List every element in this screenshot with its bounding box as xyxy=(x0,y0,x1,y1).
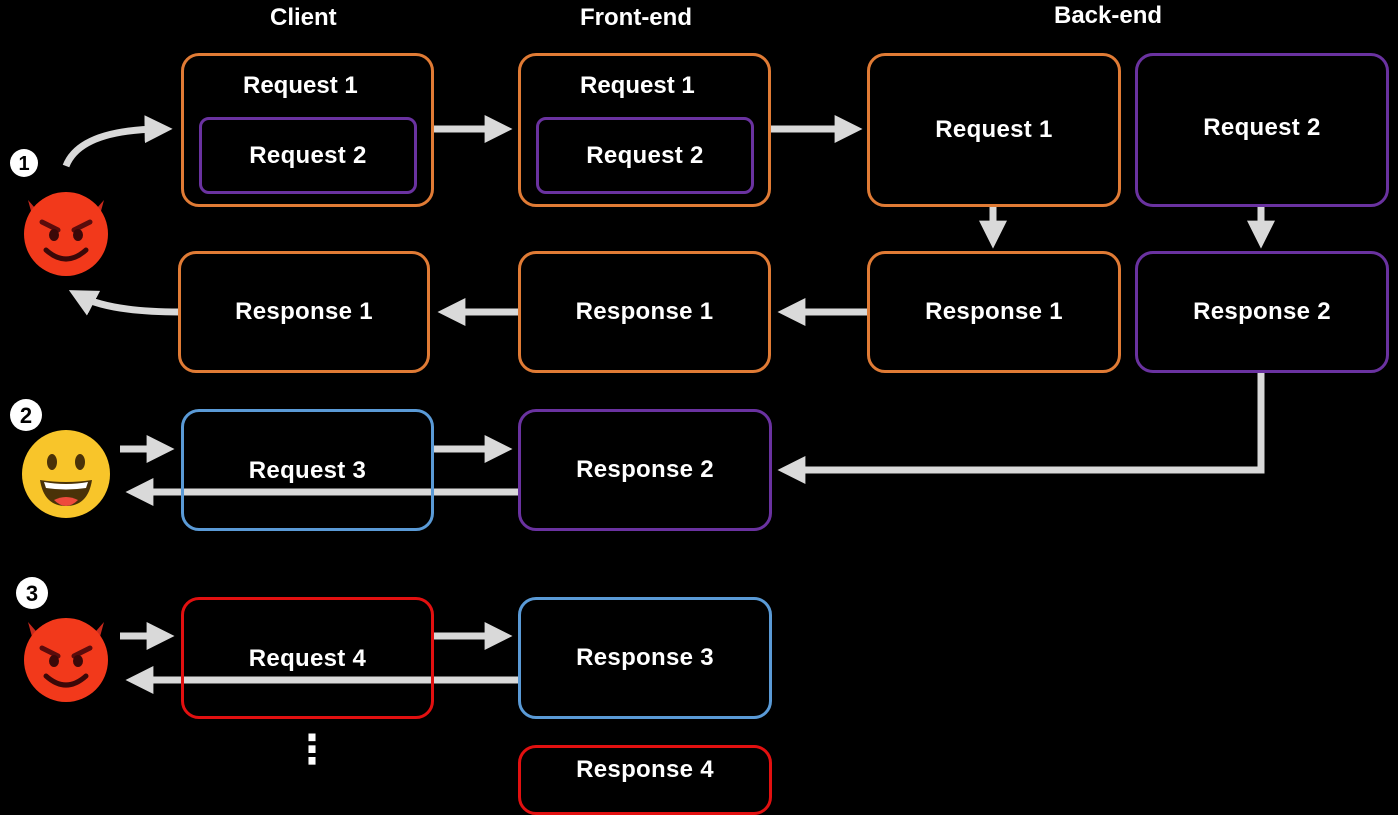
frontend-request-2-label: Request 2 xyxy=(586,141,704,169)
svg-text:3: 3 xyxy=(26,581,38,606)
client-request-1-label: Request 1 xyxy=(243,72,358,99)
frontend-response-1-label: Response 1 xyxy=(575,298,714,325)
backend-request-1-box: Request 1 xyxy=(867,53,1121,207)
backend-request-2-box: Request 2 xyxy=(1135,53,1389,207)
frontend-request-2-box: Request 2 xyxy=(536,117,754,194)
smiling-devil-icon xyxy=(24,192,108,276)
backend-column-header: Back-end xyxy=(1054,2,1163,29)
backend-response-2-box: Response 2 xyxy=(1135,251,1389,373)
arrow-backend-resp2-to-frontend xyxy=(777,372,1265,484)
grinning-face-icon xyxy=(22,430,110,518)
smiling-devil-icon-2 xyxy=(24,618,108,702)
client-request-2-label: Request 2 xyxy=(249,141,367,169)
client-response-1-box: Response 1 xyxy=(178,251,430,373)
client-request-4-label: Request 4 xyxy=(248,645,367,672)
step-2-marker: 2 xyxy=(10,399,42,431)
frontend-column-header: Front-end xyxy=(580,4,692,31)
frontend-response-3-box: Response 3 xyxy=(518,597,772,719)
backend-response-2-label: Response 2 xyxy=(1193,298,1331,325)
client-column-header: Client xyxy=(270,4,337,31)
arrow-client-resp1-to-attacker xyxy=(68,290,181,316)
backend-request-1-label: Request 1 xyxy=(935,116,1053,143)
step-1-marker: 1 xyxy=(10,149,38,177)
step-3-marker: 3 xyxy=(16,577,48,609)
backend-request-2-label: Request 2 xyxy=(1203,114,1321,141)
continuation-ellipsis: ⋮ xyxy=(292,728,332,772)
client-request-3-label: Request 3 xyxy=(248,457,367,484)
arrows-layer xyxy=(62,115,1275,694)
frontend-response-4-box: Response 4 xyxy=(518,745,772,815)
client-request-2-box: Request 2 xyxy=(199,117,417,194)
backend-response-1-box: Response 1 xyxy=(867,251,1121,373)
client-response-1-label: Response 1 xyxy=(235,298,373,325)
svg-text:2: 2 xyxy=(20,403,32,428)
client-request-4-box: Request 4 xyxy=(181,597,434,719)
arrow-attacker-to-client xyxy=(62,115,173,168)
backend-response-1-label: Response 1 xyxy=(925,298,1063,325)
frontend-response-2-box: Response 2 xyxy=(518,409,772,531)
client-request-3-box: Request 3 xyxy=(181,409,434,531)
frontend-response-4-label: Response 4 xyxy=(576,756,714,783)
frontend-response-2-label: Response 2 xyxy=(576,456,714,483)
frontend-response-1-box: Response 1 xyxy=(518,251,771,373)
frontend-response-3-label: Response 3 xyxy=(576,644,714,671)
frontend-request-1-label: Request 1 xyxy=(580,72,695,99)
svg-text:1: 1 xyxy=(18,153,29,175)
